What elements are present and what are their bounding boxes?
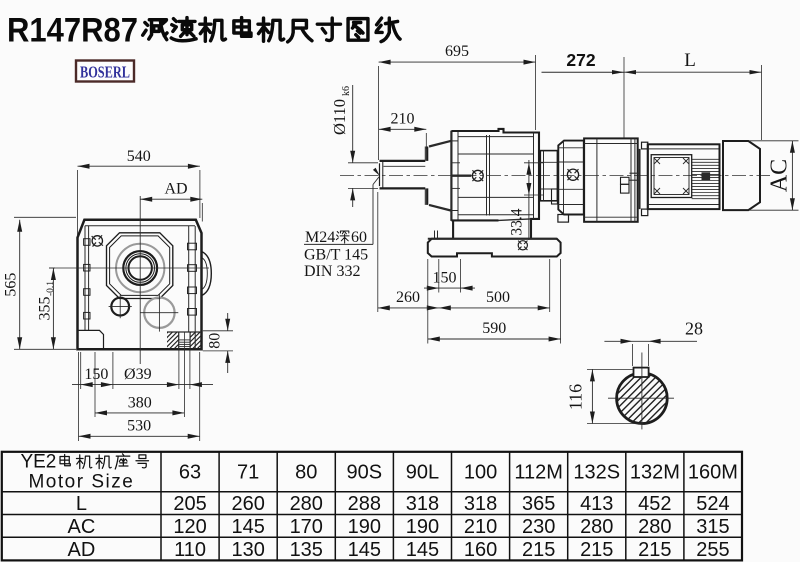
svg-text:28: 28	[685, 319, 703, 339]
svg-text:YE2: YE2	[20, 452, 56, 473]
svg-text:80: 80	[207, 333, 224, 349]
svg-text:288: 288	[348, 493, 381, 515]
svg-text:110: 110	[174, 539, 206, 561]
svg-text:M24: M24	[305, 229, 335, 246]
svg-text:120: 120	[173, 516, 206, 538]
svg-text:315: 315	[696, 516, 729, 538]
svg-text:160M: 160M	[688, 462, 738, 484]
svg-text:L: L	[684, 50, 696, 71]
svg-text:150: 150	[84, 366, 108, 383]
svg-text:63: 63	[179, 462, 201, 484]
svg-text:255: 255	[696, 539, 729, 561]
svg-text:205: 205	[173, 493, 206, 515]
svg-text:215: 215	[522, 539, 555, 561]
svg-text:AD: AD	[68, 539, 96, 561]
svg-text:524: 524	[696, 493, 729, 515]
svg-text:380: 380	[128, 394, 152, 411]
svg-text:Ø110: Ø110	[330, 99, 349, 135]
svg-text:130: 130	[231, 539, 264, 561]
svg-text:210: 210	[464, 516, 497, 538]
svg-text:355: 355	[37, 297, 54, 321]
svg-text:280: 280	[290, 493, 323, 515]
svg-text:215: 215	[638, 539, 671, 561]
svg-text:280: 280	[580, 516, 613, 538]
svg-text:GB/T 145: GB/T 145	[304, 246, 368, 263]
svg-text:k6: k6	[341, 86, 352, 96]
svg-text:170: 170	[290, 516, 323, 538]
svg-text:116: 116	[566, 384, 586, 410]
svg-text:530: 530	[127, 418, 151, 435]
svg-text:150: 150	[433, 269, 457, 286]
svg-text:71: 71	[237, 462, 259, 484]
svg-text:215: 215	[580, 539, 613, 561]
svg-text:DIN 332: DIN 332	[304, 263, 360, 280]
svg-text:80: 80	[295, 462, 317, 484]
svg-text:33.4: 33.4	[509, 208, 526, 235]
svg-text:132S: 132S	[573, 462, 620, 484]
svg-text:Motor Size: Motor Size	[28, 472, 134, 493]
svg-text:132M: 132M	[630, 462, 680, 484]
svg-text:452: 452	[638, 493, 671, 515]
svg-text:565: 565	[3, 273, 20, 297]
svg-text:L: L	[76, 493, 87, 515]
svg-text:540: 540	[127, 148, 151, 165]
svg-text:318: 318	[406, 493, 439, 515]
svg-text:318: 318	[464, 493, 497, 515]
svg-text:365: 365	[522, 493, 555, 515]
svg-text:413: 413	[580, 493, 613, 515]
svg-text:AC: AC	[68, 516, 96, 538]
svg-text:R147R87: R147R87	[7, 12, 138, 50]
svg-text:145: 145	[406, 539, 439, 561]
svg-text:AC: AC	[767, 159, 793, 192]
svg-text:190: 190	[348, 516, 381, 538]
svg-text:230: 230	[522, 516, 555, 538]
svg-text:Ø39: Ø39	[124, 366, 152, 383]
svg-text:160: 160	[464, 539, 497, 561]
svg-text:AD: AD	[164, 181, 187, 198]
svg-text:145: 145	[348, 539, 381, 561]
svg-text:60: 60	[351, 229, 367, 246]
svg-text:145: 145	[231, 516, 264, 538]
svg-text:500: 500	[486, 289, 510, 306]
svg-text:190: 190	[406, 516, 439, 538]
svg-text:90L: 90L	[406, 462, 439, 484]
svg-text:90S: 90S	[347, 462, 383, 484]
svg-text:112M: 112M	[514, 462, 563, 484]
svg-text:590: 590	[482, 320, 506, 337]
svg-text:210: 210	[390, 110, 414, 127]
svg-text:280: 280	[638, 516, 671, 538]
svg-text:695: 695	[445, 43, 469, 60]
svg-text:260: 260	[396, 289, 420, 306]
svg-text:260: 260	[231, 493, 264, 515]
svg-text:-0.1: -0.1	[46, 281, 56, 296]
svg-text:BOSERL: BOSERL	[80, 63, 130, 82]
svg-text:272: 272	[566, 50, 595, 70]
svg-text:135: 135	[290, 539, 323, 561]
svg-text:100: 100	[464, 462, 497, 484]
